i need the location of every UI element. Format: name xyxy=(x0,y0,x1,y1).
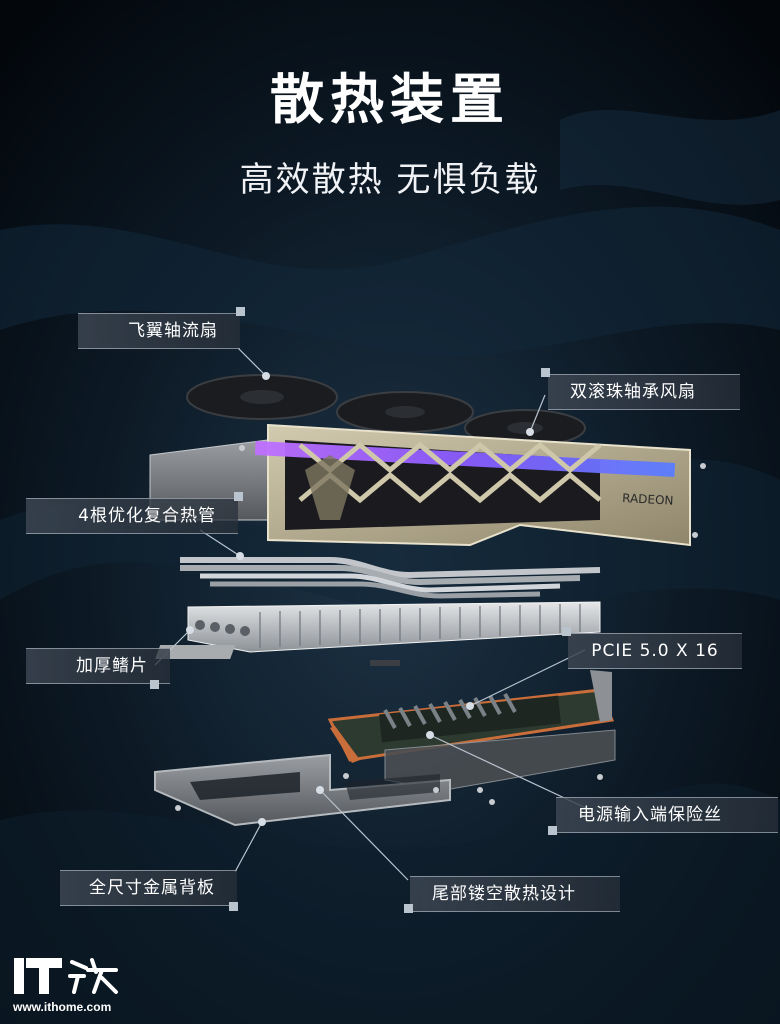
ithome-url: www.ithome.com xyxy=(13,1000,112,1014)
label-heatpipes-marker xyxy=(234,492,243,501)
label-tail-vent-marker xyxy=(404,904,413,913)
label-fan-axial-marker xyxy=(236,307,245,316)
label-fins: 加厚鳍片 xyxy=(26,648,170,684)
pcb xyxy=(327,670,615,763)
label-tail-vent: 尾部镂空散热设计 xyxy=(410,876,620,912)
label-backplate-marker xyxy=(229,902,238,911)
radeon-mark: RADEON xyxy=(622,491,674,508)
shroud: RADEON xyxy=(254,423,691,547)
page-subtitle: 高效散热 无惧负载 xyxy=(239,160,541,200)
label-fan-axial: 飞翼轴流扇 xyxy=(78,313,240,349)
fin-stack xyxy=(187,601,601,653)
label-fuse: 电源输入端保险丝 xyxy=(556,797,778,833)
label-heatpipes: 4根优化复合热管 xyxy=(26,498,238,534)
label-fan-bearing: 双滚珠轴承风扇 xyxy=(548,374,740,410)
ithome-logo xyxy=(14,958,118,994)
label-fan-bearing-marker xyxy=(541,368,550,377)
heatpipes xyxy=(180,557,601,599)
page-title: 散热装置 xyxy=(270,68,510,131)
label-pcie: PCIE 5.0 X 16 xyxy=(568,633,742,669)
screws xyxy=(175,445,706,811)
fan-assembly xyxy=(186,374,586,447)
label-pcie-marker xyxy=(562,627,571,636)
label-fins-marker xyxy=(150,680,159,689)
leader-dots xyxy=(186,372,534,826)
label-fuse-marker xyxy=(548,826,557,835)
label-backplate: 全尺寸金属背板 xyxy=(60,870,237,906)
backplate xyxy=(154,753,451,827)
